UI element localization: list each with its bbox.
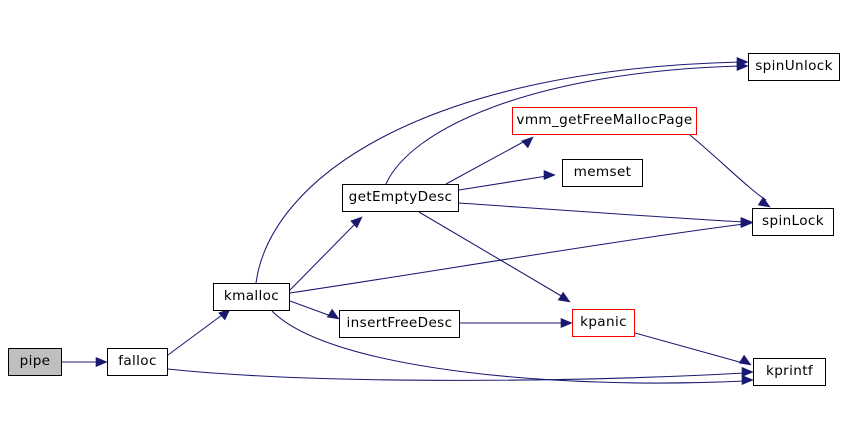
arrowhead-kmalloc-to-getEmptyDesc — [350, 216, 363, 229]
edge-kmalloc-to-insertFreeDesc — [289, 300, 332, 317]
arrowhead-insertFreeDesc-to-kpanic — [560, 317, 573, 329]
node-label-memset: memset — [573, 164, 632, 181]
edge-getEmptyDesc-to-kpanic — [418, 211, 564, 298]
edge-kmalloc-to-getEmptyDesc — [289, 223, 356, 291]
arrowhead-getEmptyDesc-to-kpanic — [557, 291, 571, 303]
node-memset[interactable]: memset — [562, 159, 643, 187]
node-pipe[interactable]: pipe — [8, 348, 62, 376]
node-label-spinLock: spinLock — [762, 213, 824, 230]
edge-getEmptyDesc-to-spinLock — [458, 202, 745, 223]
arrowhead-getEmptyDesc-to-spinLock — [740, 216, 753, 228]
node-kprintf[interactable]: kprintf — [753, 358, 826, 386]
node-label-kprintf: kprintf — [765, 363, 814, 380]
node-kpanic[interactable]: kpanic — [572, 309, 635, 337]
edge-falloc-to-kprintf — [167, 368, 746, 381]
arrowhead-kmalloc-to-insertFreeDesc — [326, 308, 340, 320]
node-insertFreeDesc[interactable]: insertFreeDesc — [339, 310, 460, 338]
edge-falloc-to-kmalloc — [167, 314, 223, 356]
node-kmalloc[interactable]: kmalloc — [213, 283, 290, 311]
edge-getEmptyDesc-to-memset — [458, 175, 548, 191]
node-label-spinUnlock: spinUnlock — [755, 58, 833, 75]
node-spinLock[interactable]: spinLock — [752, 208, 834, 236]
node-label-insertFreeDesc: insertFreeDesc — [346, 315, 453, 332]
edge-kmalloc-to-kprintf — [271, 310, 746, 384]
arrowhead-vmm_getFreeMallocPage-to-spinLock — [757, 196, 771, 208]
node-label-pipe: pipe — [19, 353, 51, 370]
arrowhead-getEmptyDesc-to-vmm_getFreeMallocPage — [521, 136, 534, 149]
node-spinUnlock[interactable]: spinUnlock — [748, 53, 840, 81]
node-label-vmm_getFreeMallocPage: vmm_getFreeMallocPage — [516, 112, 693, 129]
node-label-getEmptyDesc: getEmptyDesc — [348, 189, 453, 206]
edge-kmalloc-to-spinUnlock — [255, 61, 741, 284]
arrowhead-falloc-to-kprintf — [741, 366, 754, 378]
arrowhead-kpanic-to-kprintf — [738, 354, 752, 366]
arrowhead-getEmptyDesc-to-memset — [543, 169, 556, 181]
arrowhead-pipe-to-falloc — [95, 356, 108, 368]
node-getEmptyDesc[interactable]: getEmptyDesc — [342, 184, 459, 212]
edge-kpanic-to-kprintf — [634, 332, 744, 364]
edge-getEmptyDesc-to-spinUnlock — [385, 65, 741, 185]
edge-vmm_getFreeMallocPage-to-spinLock — [689, 134, 767, 201]
arrowhead-getEmptyDesc-to-spinUnlock — [736, 60, 749, 72]
edge-kmalloc-to-spinLock — [289, 223, 745, 294]
node-label-falloc: falloc — [118, 353, 157, 370]
node-label-kpanic: kpanic — [580, 314, 627, 331]
node-falloc[interactable]: falloc — [107, 348, 168, 376]
node-label-kmalloc: kmalloc — [223, 288, 280, 305]
edge-getEmptyDesc-to-vmm_getFreeMallocPage — [445, 140, 526, 185]
arrowhead-kmalloc-to-kprintf — [741, 374, 754, 386]
node-vmm_getFreeMallocPage[interactable]: vmm_getFreeMallocPage — [512, 107, 697, 135]
